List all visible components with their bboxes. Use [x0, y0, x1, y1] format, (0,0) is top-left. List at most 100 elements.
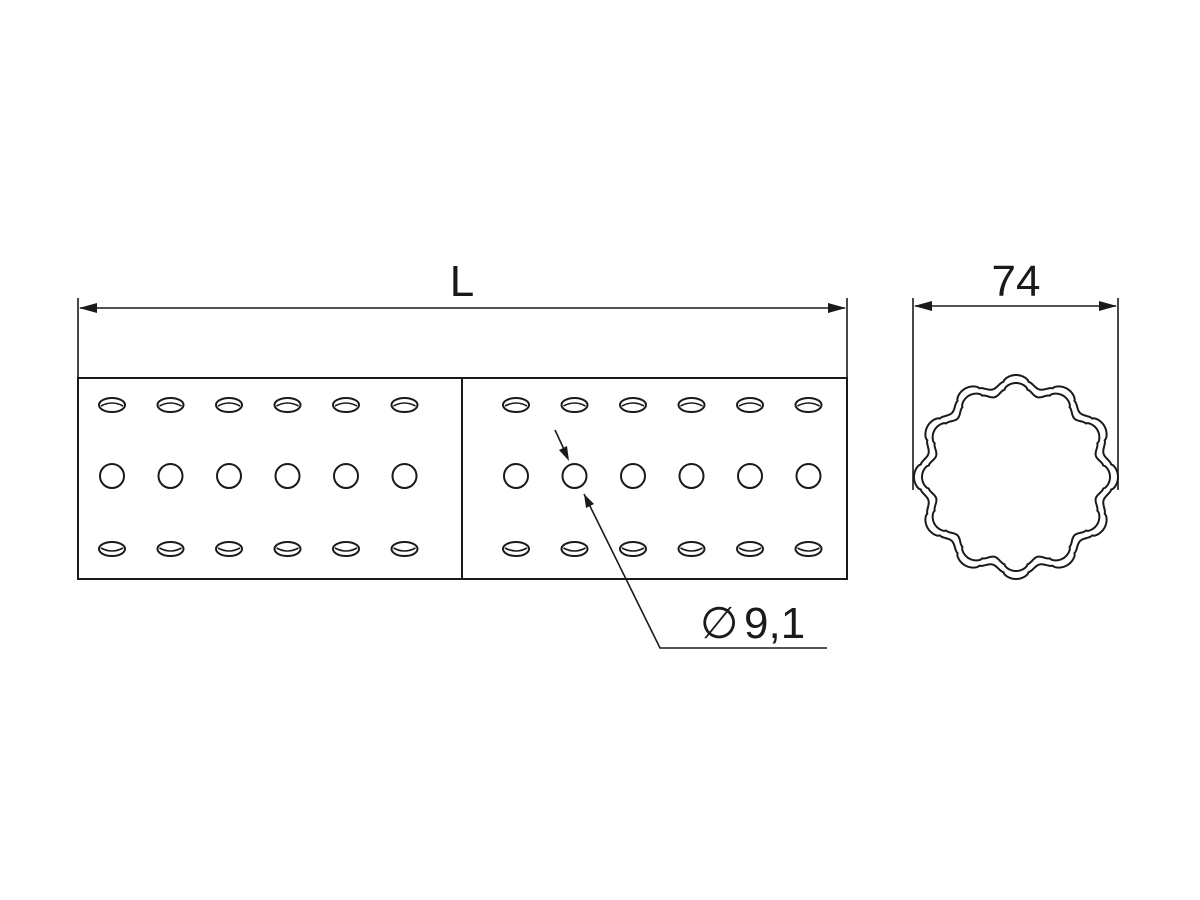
- round-hole: [333, 463, 359, 489]
- hole-arrow-upper: [559, 446, 569, 461]
- slot-hole-bevel: [100, 402, 124, 407]
- profile-outer-wall: [912, 373, 1120, 581]
- slot-hole-bevel: [563, 547, 586, 552]
- slot-hole: [273, 397, 302, 413]
- slot-hole-bevel: [217, 402, 241, 407]
- slot-hole-bevel: [797, 547, 820, 552]
- slot-hole: [98, 397, 126, 413]
- slot-hole-outline: [502, 397, 530, 413]
- slot-hole: [332, 397, 360, 413]
- slot-hole: [736, 397, 764, 413]
- slot-hole: [794, 397, 823, 413]
- hole-leader-line: [583, 493, 827, 649]
- slot-hole: [502, 541, 530, 557]
- slot-hole-outline: [560, 397, 589, 413]
- slot-hole-outline: [502, 541, 530, 557]
- slot-hole: [677, 541, 706, 557]
- slot-hole-bevel: [159, 402, 182, 407]
- slot-hole-outline: [273, 397, 302, 413]
- slot-hole-outline: [332, 541, 360, 557]
- slot-hole-outline: [98, 397, 126, 413]
- slot-hole-bevel: [100, 547, 124, 552]
- slot-hole-bevel: [621, 402, 645, 407]
- round-hole: [99, 463, 125, 489]
- slot-hole-bevel: [393, 547, 416, 552]
- round-hole: [737, 463, 763, 489]
- round-hole: [274, 463, 301, 489]
- slot-hole-outline: [794, 541, 823, 557]
- diameter-dimension: 74: [912, 257, 1119, 490]
- slot-hole-bevel: [393, 402, 416, 407]
- diameter-arrow-left: [914, 301, 932, 311]
- length-arrow-left: [79, 303, 97, 313]
- slot-hole: [156, 541, 185, 557]
- slot-hole-outline: [794, 397, 823, 413]
- slot-hole: [736, 541, 764, 557]
- round-hole: [795, 463, 822, 489]
- slot-hole-outline: [619, 397, 647, 413]
- slot-hole: [215, 541, 243, 557]
- slot-hole-outline: [560, 541, 589, 557]
- slot-hole-bevel: [738, 547, 762, 552]
- slot-hole-outline: [98, 541, 126, 557]
- slot-hole: [273, 541, 302, 557]
- slot-hole-bevel: [504, 547, 528, 552]
- slot-hole-bevel: [276, 402, 299, 407]
- slot-hole: [619, 397, 647, 413]
- slot-hole-bevel: [738, 402, 762, 407]
- slot-hole-outline: [156, 541, 185, 557]
- length-dimension: L: [77, 257, 848, 378]
- hole-diameter-callout: ∅ 9,1: [554, 429, 827, 649]
- slot-hole-bevel: [680, 402, 703, 407]
- slot-hole: [619, 541, 647, 557]
- slot-hole-outline: [677, 397, 706, 413]
- hole-diameter-symbol: ∅: [700, 599, 738, 648]
- slot-hole: [215, 397, 243, 413]
- profile-inner-wall: [920, 381, 1112, 573]
- slot-hole-bevel: [334, 402, 358, 407]
- slot-hole-bevel: [504, 402, 528, 407]
- slot-hole-outline: [390, 541, 419, 557]
- tube-side-view: [77, 377, 848, 580]
- slot-hole-bevel: [797, 402, 820, 407]
- round-hole: [157, 463, 184, 489]
- slot-hole-outline: [215, 541, 243, 557]
- slot-hole: [794, 541, 823, 557]
- round-hole: [503, 463, 529, 489]
- slot-hole-bevel: [217, 547, 241, 552]
- slot-hole-outline: [215, 397, 243, 413]
- slot-hole-outline: [736, 541, 764, 557]
- round-hole: [561, 463, 588, 489]
- slot-hole-outline: [156, 397, 185, 413]
- slot-hole-outline: [677, 541, 706, 557]
- diameter-arrow-right: [1099, 301, 1117, 311]
- round-hole: [620, 463, 646, 489]
- slot-hole: [560, 397, 589, 413]
- slot-hole-bevel: [159, 547, 182, 552]
- slot-hole-outline: [273, 541, 302, 557]
- round-hole: [216, 463, 242, 489]
- round-hole: [391, 463, 418, 489]
- slot-hole-bevel: [680, 547, 703, 552]
- round-hole: [678, 463, 705, 489]
- slot-hole-outline: [619, 541, 647, 557]
- slot-hole: [98, 541, 126, 557]
- hole-diameter-value: 9,1: [744, 599, 805, 648]
- tube-cross-section: [912, 373, 1120, 581]
- slot-hole: [560, 541, 589, 557]
- slot-hole: [156, 397, 185, 413]
- slot-hole-bevel: [621, 547, 645, 552]
- slot-hole: [502, 397, 530, 413]
- slot-hole: [677, 397, 706, 413]
- slot-hole-outline: [390, 397, 419, 413]
- slot-hole: [390, 541, 419, 557]
- diameter-label: 74: [992, 257, 1041, 306]
- slot-hole-bevel: [334, 547, 358, 552]
- slot-hole-bevel: [563, 402, 586, 407]
- slot-hole-outline: [736, 397, 764, 413]
- perforation-holes: [98, 397, 823, 557]
- length-arrow-right: [828, 303, 846, 313]
- length-label: L: [450, 257, 474, 306]
